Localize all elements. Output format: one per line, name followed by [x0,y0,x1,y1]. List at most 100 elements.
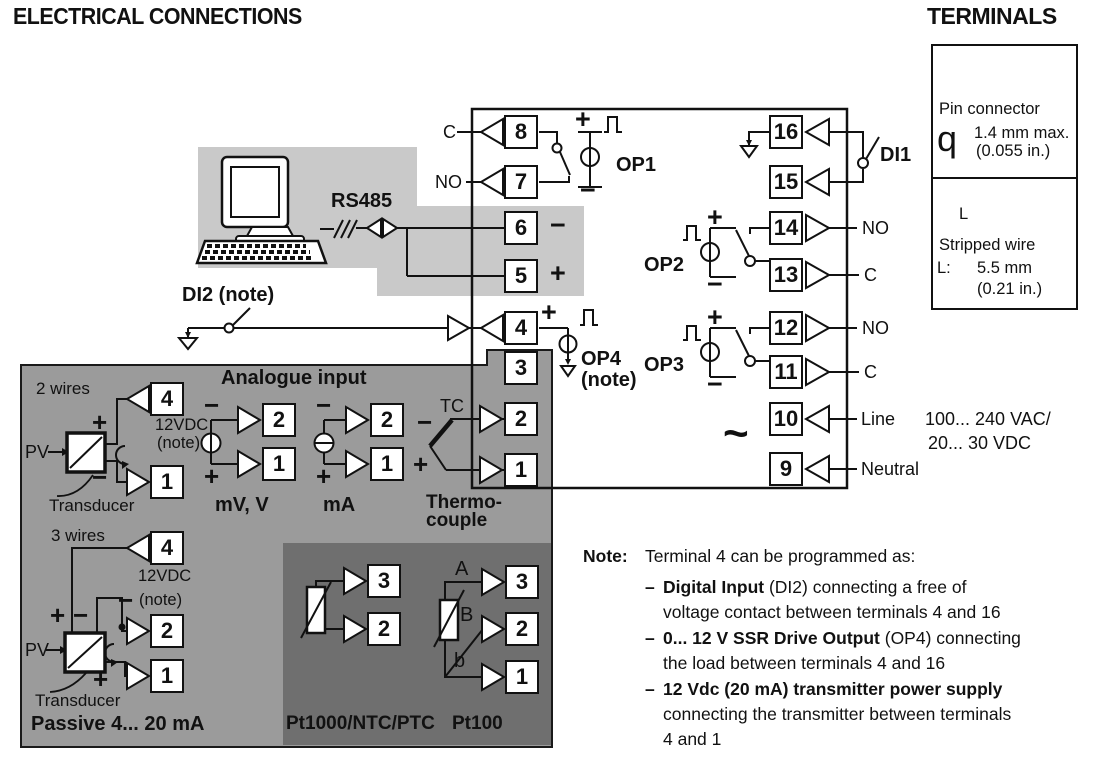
pt100-wire-a: A [455,558,469,580]
rs485-minus: − [550,210,566,240]
input-triangle-icon [447,314,472,342]
terminal-2: 2 [504,402,538,436]
op4-note: (note) [581,369,637,391]
three-wires-terminal-4: 4 [150,531,184,565]
ac-symbol: ~ [723,409,749,458]
terminal-1: 1 [504,453,538,487]
op3-common-label: C [864,362,877,382]
supply-voltage-1: 100... 240 VAC/ [925,409,1051,429]
two-wires-minus: − [92,462,108,492]
di2-label: DI2 (note) [182,284,275,306]
pulse-icon [683,325,701,341]
ma-terminal-1: 1 [370,447,404,481]
note-item-1-rest: (DI2) connecting a free of [764,577,967,597]
pin-size: 1.4 mm max. [974,124,1070,142]
pt100-terminal-2: 2 [505,612,539,646]
pulse-icon [604,116,622,133]
ma-source [313,405,370,479]
terminals-panel-title: TERMINALS [927,3,1057,29]
pt100-title: Pt100 [452,713,503,734]
ma-label: mA [323,494,356,516]
three-wire-transducer [46,533,151,693]
junction-dot [118,623,126,631]
three-wires-terminal-2: 2 [150,614,184,648]
op1-plus: + [575,104,591,134]
note-item-2: 0... 12 V SSR Drive Output (OP4) connect… [663,628,1021,649]
three-wires-terminal-1: 1 [150,659,184,693]
op1-common-label: C [443,122,456,142]
op4-wiring [479,309,598,378]
note-item-1: Digital Input (DI2) connecting a free of [663,577,966,598]
terminal-13: 13 [769,258,803,292]
two-wires-note: (note) [157,434,201,452]
switch-icon [735,329,750,357]
ground-icon [739,145,759,159]
thermocouple-label-2: couple [426,510,488,531]
ma-terminal-2: 2 [370,403,404,437]
pt100-terminal-3: 3 [505,565,539,599]
switch-icon [735,229,750,257]
passive-title: Passive 4... 20 mA [31,713,205,735]
three-wires-plus-bottom: + [93,664,109,694]
op2-plus: + [707,202,723,232]
terminal-12: 12 [769,311,803,345]
pin-connector-box [931,44,1078,179]
pin-diameter-symbol: q [937,118,958,159]
op1-label: OP1 [616,154,657,176]
mv-minus: − [204,390,220,420]
op2-wiring [683,213,859,290]
pt100-wire-b-lower: b [454,650,466,672]
op3-plus: + [707,302,723,332]
two-wires-pv: PV [25,442,50,462]
mv-terminal-1: 1 [262,447,296,481]
op2-no-label: NO [862,218,889,238]
op3-label: OP3 [644,354,685,376]
two-wires-terminal-1: 1 [150,465,184,499]
thermocouple-wiring [428,404,504,485]
terminal-16: 16 [769,115,803,149]
terminal-4: 4 [504,311,538,345]
tc-minus: − [417,407,433,437]
terminal-5: 5 [504,259,538,293]
op3-wiring [683,313,859,387]
pulse-icon [683,225,701,241]
two-wires-plus: + [92,407,108,437]
power-wiring [803,404,857,484]
op2-minus: − [707,269,723,299]
line-label: Line [861,409,896,429]
strip-length-inches: (0.21 in.) [977,280,1043,298]
three-wires-note: (note) [139,591,183,609]
three-wires-supply: 12VDC [138,567,192,585]
pt100-wire-b-upper: B [460,604,474,626]
rs485-link-wires [320,217,504,277]
pulse-icon [580,309,598,326]
pt100-rtd [433,567,506,692]
note-bullet-3: – [645,679,655,699]
terminal-11: 11 [769,355,803,389]
op2-common-label: C [864,265,877,285]
switch-icon [232,307,251,326]
terminal-3: 3 [504,351,538,385]
note-intro: Terminal 4 can be programmed as: [645,546,916,566]
pt100-terminal-1: 1 [505,660,539,694]
pin-size-inches: (0.055 in.) [976,142,1051,160]
supply-voltage-2: 20... 30 VDC [928,433,1032,453]
two-wire-transducer [48,384,151,497]
di2-wiring [176,307,504,351]
note-item-2-bold: 0... 12 V SSR Drive Output [663,628,880,648]
loop-arrow-icon [104,643,115,663]
note-label: Note: [583,546,628,566]
switch-icon [559,151,571,176]
terminal-6: 6 [504,211,538,245]
rs485-plus: + [550,258,566,288]
main-unit-outline [470,107,849,490]
di1-label: DI1 [880,144,912,166]
note-item-2-rest: (OP4) connecting [879,628,1021,648]
three-wires-plus: + [50,600,66,630]
op2-label: OP2 [644,254,685,276]
ground-icon [559,365,577,378]
strip-length-key: L: [937,259,951,277]
pt1000-terminal-2: 2 [367,612,401,646]
op3-no-label: NO [862,318,889,338]
